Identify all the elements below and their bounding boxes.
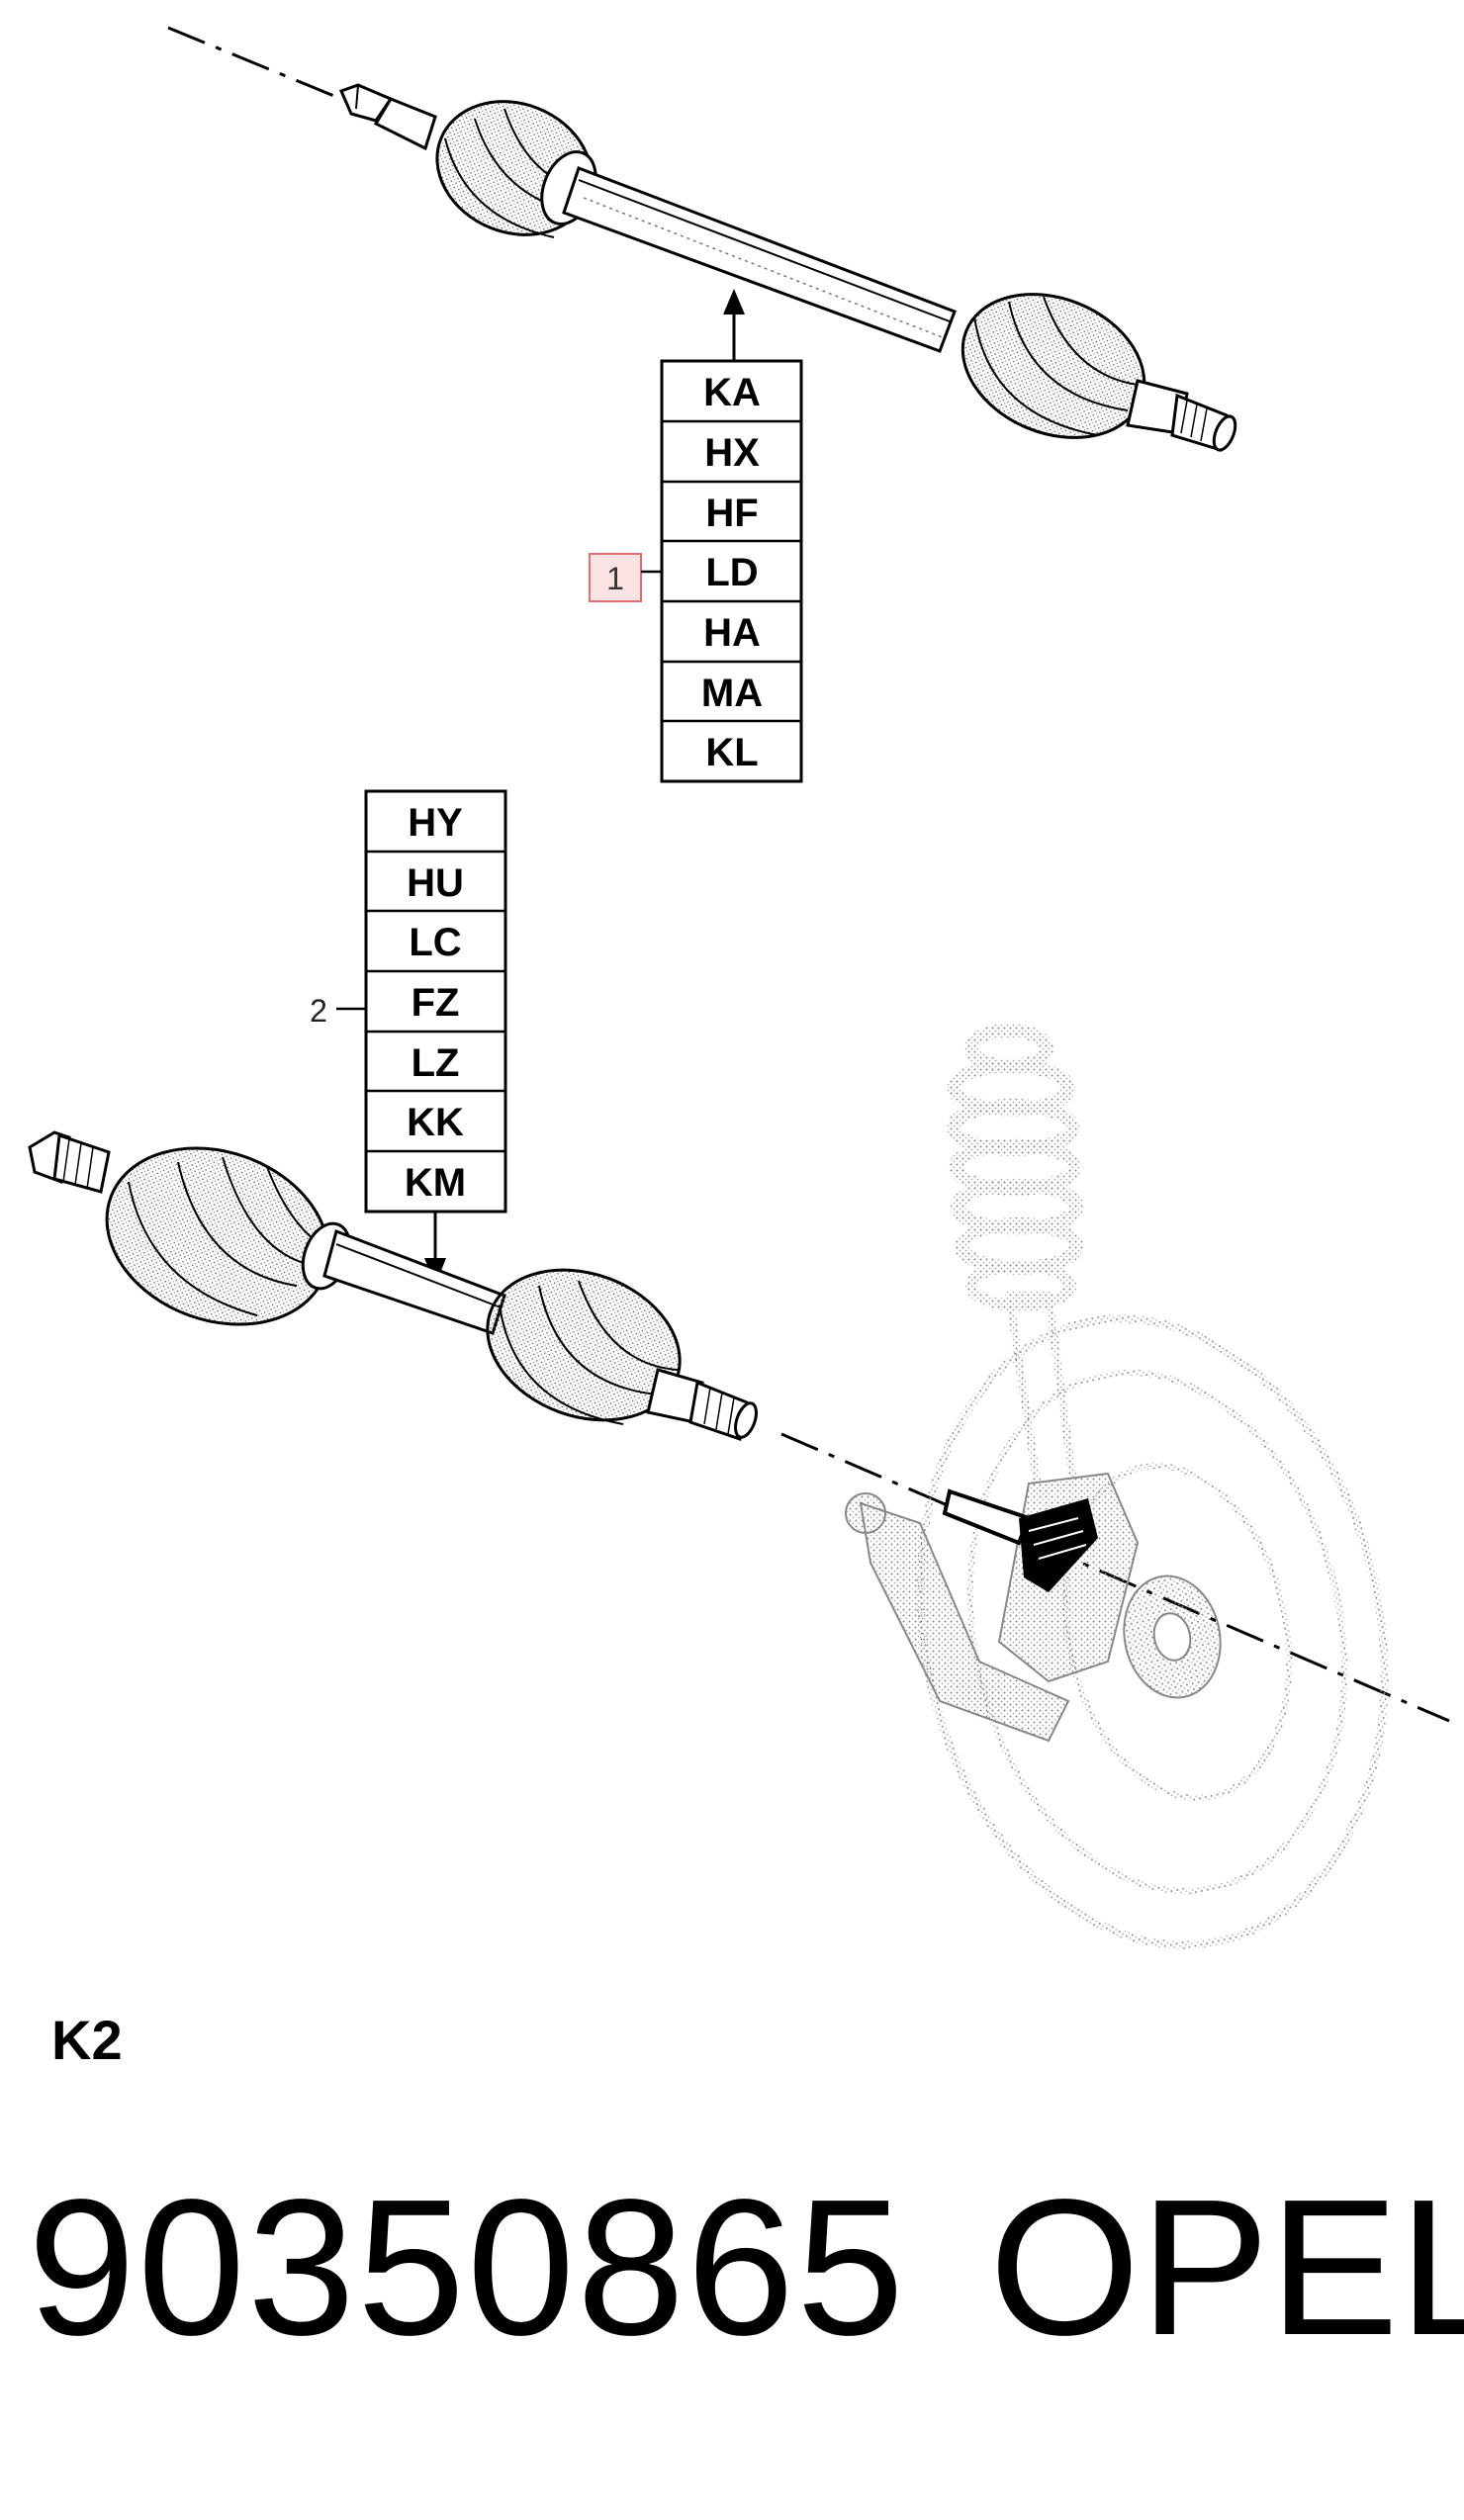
callout-1-table: KA HX HF LD HA MA KL	[660, 359, 803, 783]
callout-2-number: 2	[310, 993, 327, 1029]
code-cell: KL	[705, 731, 758, 774]
callout-1-highlight	[589, 553, 642, 602]
code-cell: HF	[705, 492, 758, 535]
suspension-assembly	[845, 1024, 1389, 1949]
code-cell: HX	[704, 431, 760, 475]
code-cell: LD	[705, 551, 758, 594]
callout-1-number: 1	[606, 561, 624, 596]
code-cell: HY	[408, 801, 463, 845]
code-cell: KK	[407, 1101, 464, 1144]
code-cell: LZ	[412, 1041, 460, 1085]
upper-axis-line	[167, 26, 342, 101]
code-cell: LC	[409, 921, 461, 964]
section-label: K2	[51, 2009, 123, 2071]
code-cell: HU	[407, 861, 464, 905]
lower-drive-shaft	[28, 1130, 758, 1441]
brand-name: OPEL	[989, 2159, 1464, 2376]
callout-1-arrowhead	[723, 289, 745, 315]
callout-2-table: HY HU LC FZ LZ KK KM	[364, 789, 507, 1214]
callout-1-label[interactable]: 1	[589, 553, 662, 602]
code-cell: FZ	[412, 981, 460, 1025]
code-cell: HA	[703, 611, 761, 655]
installed-shaft	[942, 1488, 1098, 1592]
code-cell: KA	[703, 371, 761, 414]
callout-2-label[interactable]: 2	[310, 993, 366, 1029]
code-cell: MA	[701, 672, 763, 715]
part-number: 90350865	[28, 2159, 907, 2376]
upper-drive-shaft	[338, 83, 1237, 452]
code-cell: KM	[405, 1161, 466, 1205]
